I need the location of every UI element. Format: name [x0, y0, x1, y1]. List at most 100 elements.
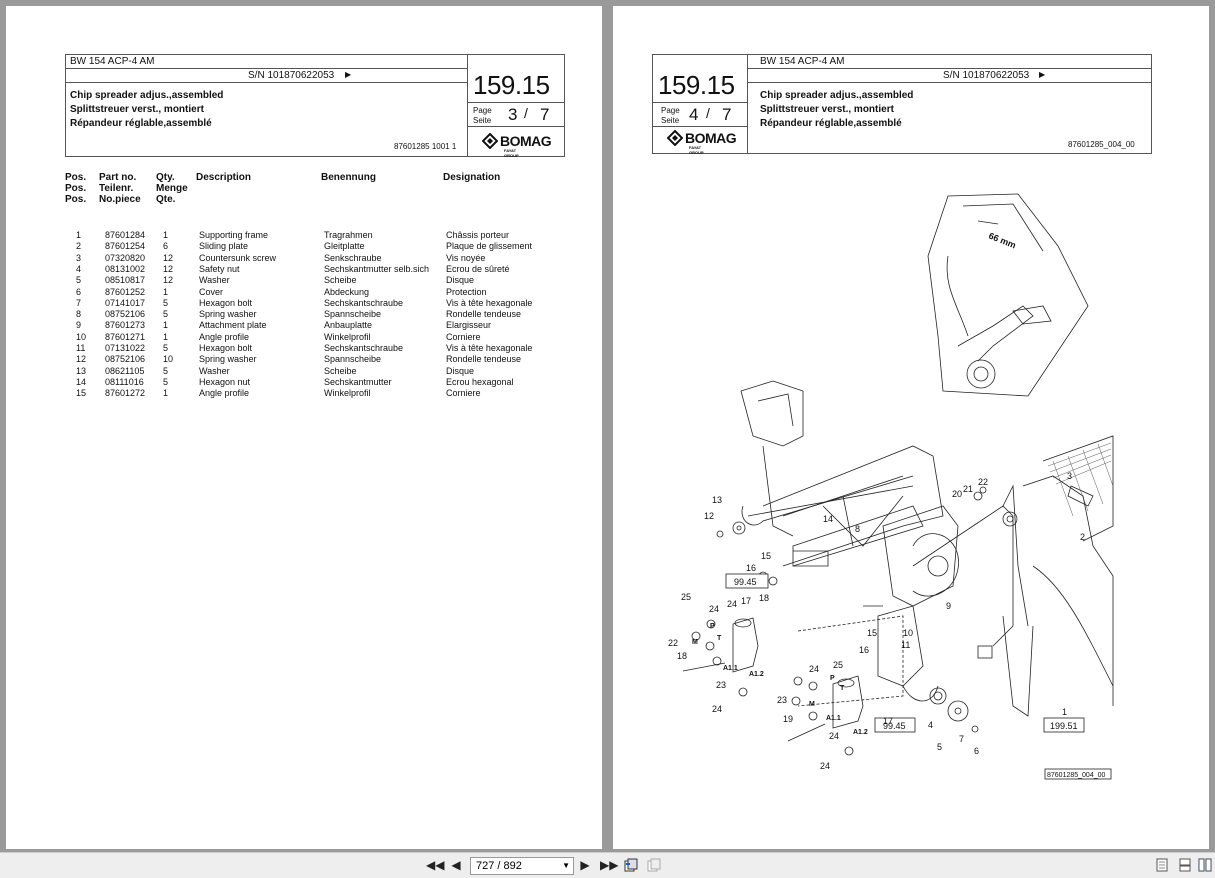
page-number-dropdown[interactable]: 727 / 892 ▼ — [470, 857, 574, 875]
cell-pos: 2 — [76, 241, 82, 252]
cell-qty: 6 — [163, 241, 169, 252]
cell-des: Ecrou de sûreté — [446, 263, 510, 274]
port-label: T — [717, 635, 722, 642]
cell-ben: Gleitplatte — [324, 241, 365, 252]
cell-desc: Countersunk screw — [199, 252, 277, 263]
cell-desc: Safety nut — [199, 263, 240, 274]
cell-part: 07320820 — [105, 252, 146, 263]
cell-qty: 5 — [163, 376, 169, 387]
callout-number: 15 — [761, 551, 771, 561]
cell-pos: 4 — [76, 263, 82, 274]
cell-qty: 10 — [163, 354, 174, 365]
brand-subtitle: FAYAT GROUP — [504, 148, 519, 158]
callout-number: 16 — [746, 563, 756, 573]
callout-number: 8 — [855, 524, 860, 534]
cell-desc: Hexagon nut — [199, 376, 251, 387]
callout-number: 24 — [829, 731, 839, 741]
cell-des: Vis à tête hexagonale — [446, 297, 533, 308]
cell-qty: 1 — [163, 286, 169, 297]
cell-desc: Hexagon bolt — [199, 343, 253, 353]
column-header-benennung: Benennung — [321, 172, 376, 183]
facing-pages-view-icon[interactable] — [1198, 858, 1212, 872]
callout-number: 22 — [978, 477, 988, 487]
page-current: 3 — [508, 105, 518, 124]
cell-ben: Sechskantmutter selb.sich — [324, 263, 430, 274]
page-total: 7 — [540, 105, 550, 124]
cell-des: Corniere — [446, 388, 481, 399]
callout-number: 13 — [712, 495, 722, 505]
page-total: 7 — [722, 105, 732, 124]
continuous-view-icon[interactable] — [1178, 858, 1192, 872]
first-page-icon[interactable]: ◀◀ — [426, 858, 445, 872]
port-label: A1.1 — [826, 715, 841, 722]
column-header-designation: Designation — [443, 172, 501, 183]
document-reference: 87601285 1001 1 — [394, 142, 457, 151]
cell-pos: 13 — [76, 365, 87, 376]
callout-number: 7 — [959, 734, 964, 744]
go-forward-icon[interactable] — [647, 858, 661, 872]
callout-number: 24 — [727, 599, 737, 609]
last-page-icon[interactable]: ▶▶ — [600, 858, 619, 872]
callout-number: 14 — [823, 514, 833, 524]
cell-qty: 12 — [163, 275, 174, 286]
cell-desc: Angle profile — [199, 388, 250, 399]
single-page-view-icon[interactable] — [1155, 858, 1169, 872]
exploded-parts-drawing: 66 mm 99.45 99.45 199.51 87601285_004_00… — [668, 193, 1114, 780]
previous-page-icon[interactable]: ◀ — [451, 858, 461, 872]
cell-pos: 7 — [76, 297, 82, 308]
cell-desc: Spring washer — [199, 309, 257, 320]
cell-des: Corniere — [446, 331, 481, 342]
callout-number: 24 — [709, 604, 719, 614]
cell-qty: 5 — [163, 297, 169, 308]
cell-pos: 3 — [76, 252, 82, 263]
cell-desc: Washer — [199, 365, 230, 376]
cell-desc: Spring washer — [199, 354, 257, 365]
cell-pos: 11 — [76, 343, 86, 353]
cell-des: Protection — [446, 286, 487, 297]
port-label: P — [710, 623, 715, 630]
chevron-down-icon: ▼ — [562, 861, 570, 870]
callout-number: 9 — [946, 601, 951, 611]
port-label: M — [692, 639, 698, 646]
callout-number: 24 — [809, 664, 819, 674]
column-header-description: Description — [196, 172, 252, 183]
brand-subtitle: FAYAT GROUP — [689, 145, 704, 155]
cell-desc: Cover — [199, 286, 224, 297]
port-label: A1.2 — [853, 729, 868, 736]
cell-pos: 10 — [76, 331, 87, 342]
document-page-left: BW 154 ACP-4 AM S/N 101870622053 ▶ Chip … — [6, 6, 602, 849]
cell-desc: Attachment plate — [199, 320, 267, 331]
callout-number: 3 — [1067, 471, 1072, 481]
cell-part: 07141017 — [105, 297, 146, 308]
cell-ben: Scheibe — [324, 275, 357, 286]
cell-desc: Angle profile — [199, 331, 250, 342]
callout-number: 22 — [668, 638, 678, 648]
go-back-icon[interactable] — [624, 858, 638, 872]
callout-number: 23 — [777, 695, 787, 705]
port-label: T — [840, 685, 845, 692]
cell-desc: Sliding plate — [199, 241, 249, 252]
document-page-right: 159.15 Page Seite 4 / 7 BOMAG FAYAT GROU… — [613, 6, 1209, 849]
column-header-qty: Qty. Menge Qte. — [156, 172, 188, 205]
title-block — [65, 54, 565, 157]
page-separator: / — [524, 105, 528, 121]
cell-pos: 15 — [76, 388, 87, 399]
cell-part: 08621105 — [105, 365, 145, 376]
callout-number: 2 — [1080, 532, 1085, 542]
cell-desc: Washer — [199, 275, 230, 286]
cell-part: 87601284 — [105, 230, 146, 240]
cell-part: 87601272 — [105, 388, 146, 399]
title-english: Chip spreader adjus.,assembled — [70, 90, 224, 101]
page-separator: / — [706, 105, 710, 121]
cell-part: 87601254 — [105, 241, 146, 252]
section-number: 159.15 — [473, 70, 550, 100]
cell-qty: 5 — [163, 343, 169, 353]
callout-number: 15 — [867, 628, 877, 638]
title-german: Splittstreuer verst., montiert — [760, 104, 894, 115]
cell-ben: Abdeckung — [324, 286, 370, 297]
cell-ben: Winkelprofil — [324, 331, 371, 342]
cell-ben: Sechskantschraube — [324, 343, 404, 353]
next-page-icon[interactable]: ▶ — [580, 858, 590, 872]
brand-name: BOMAG — [685, 130, 737, 146]
page-current: 4 — [689, 105, 699, 124]
